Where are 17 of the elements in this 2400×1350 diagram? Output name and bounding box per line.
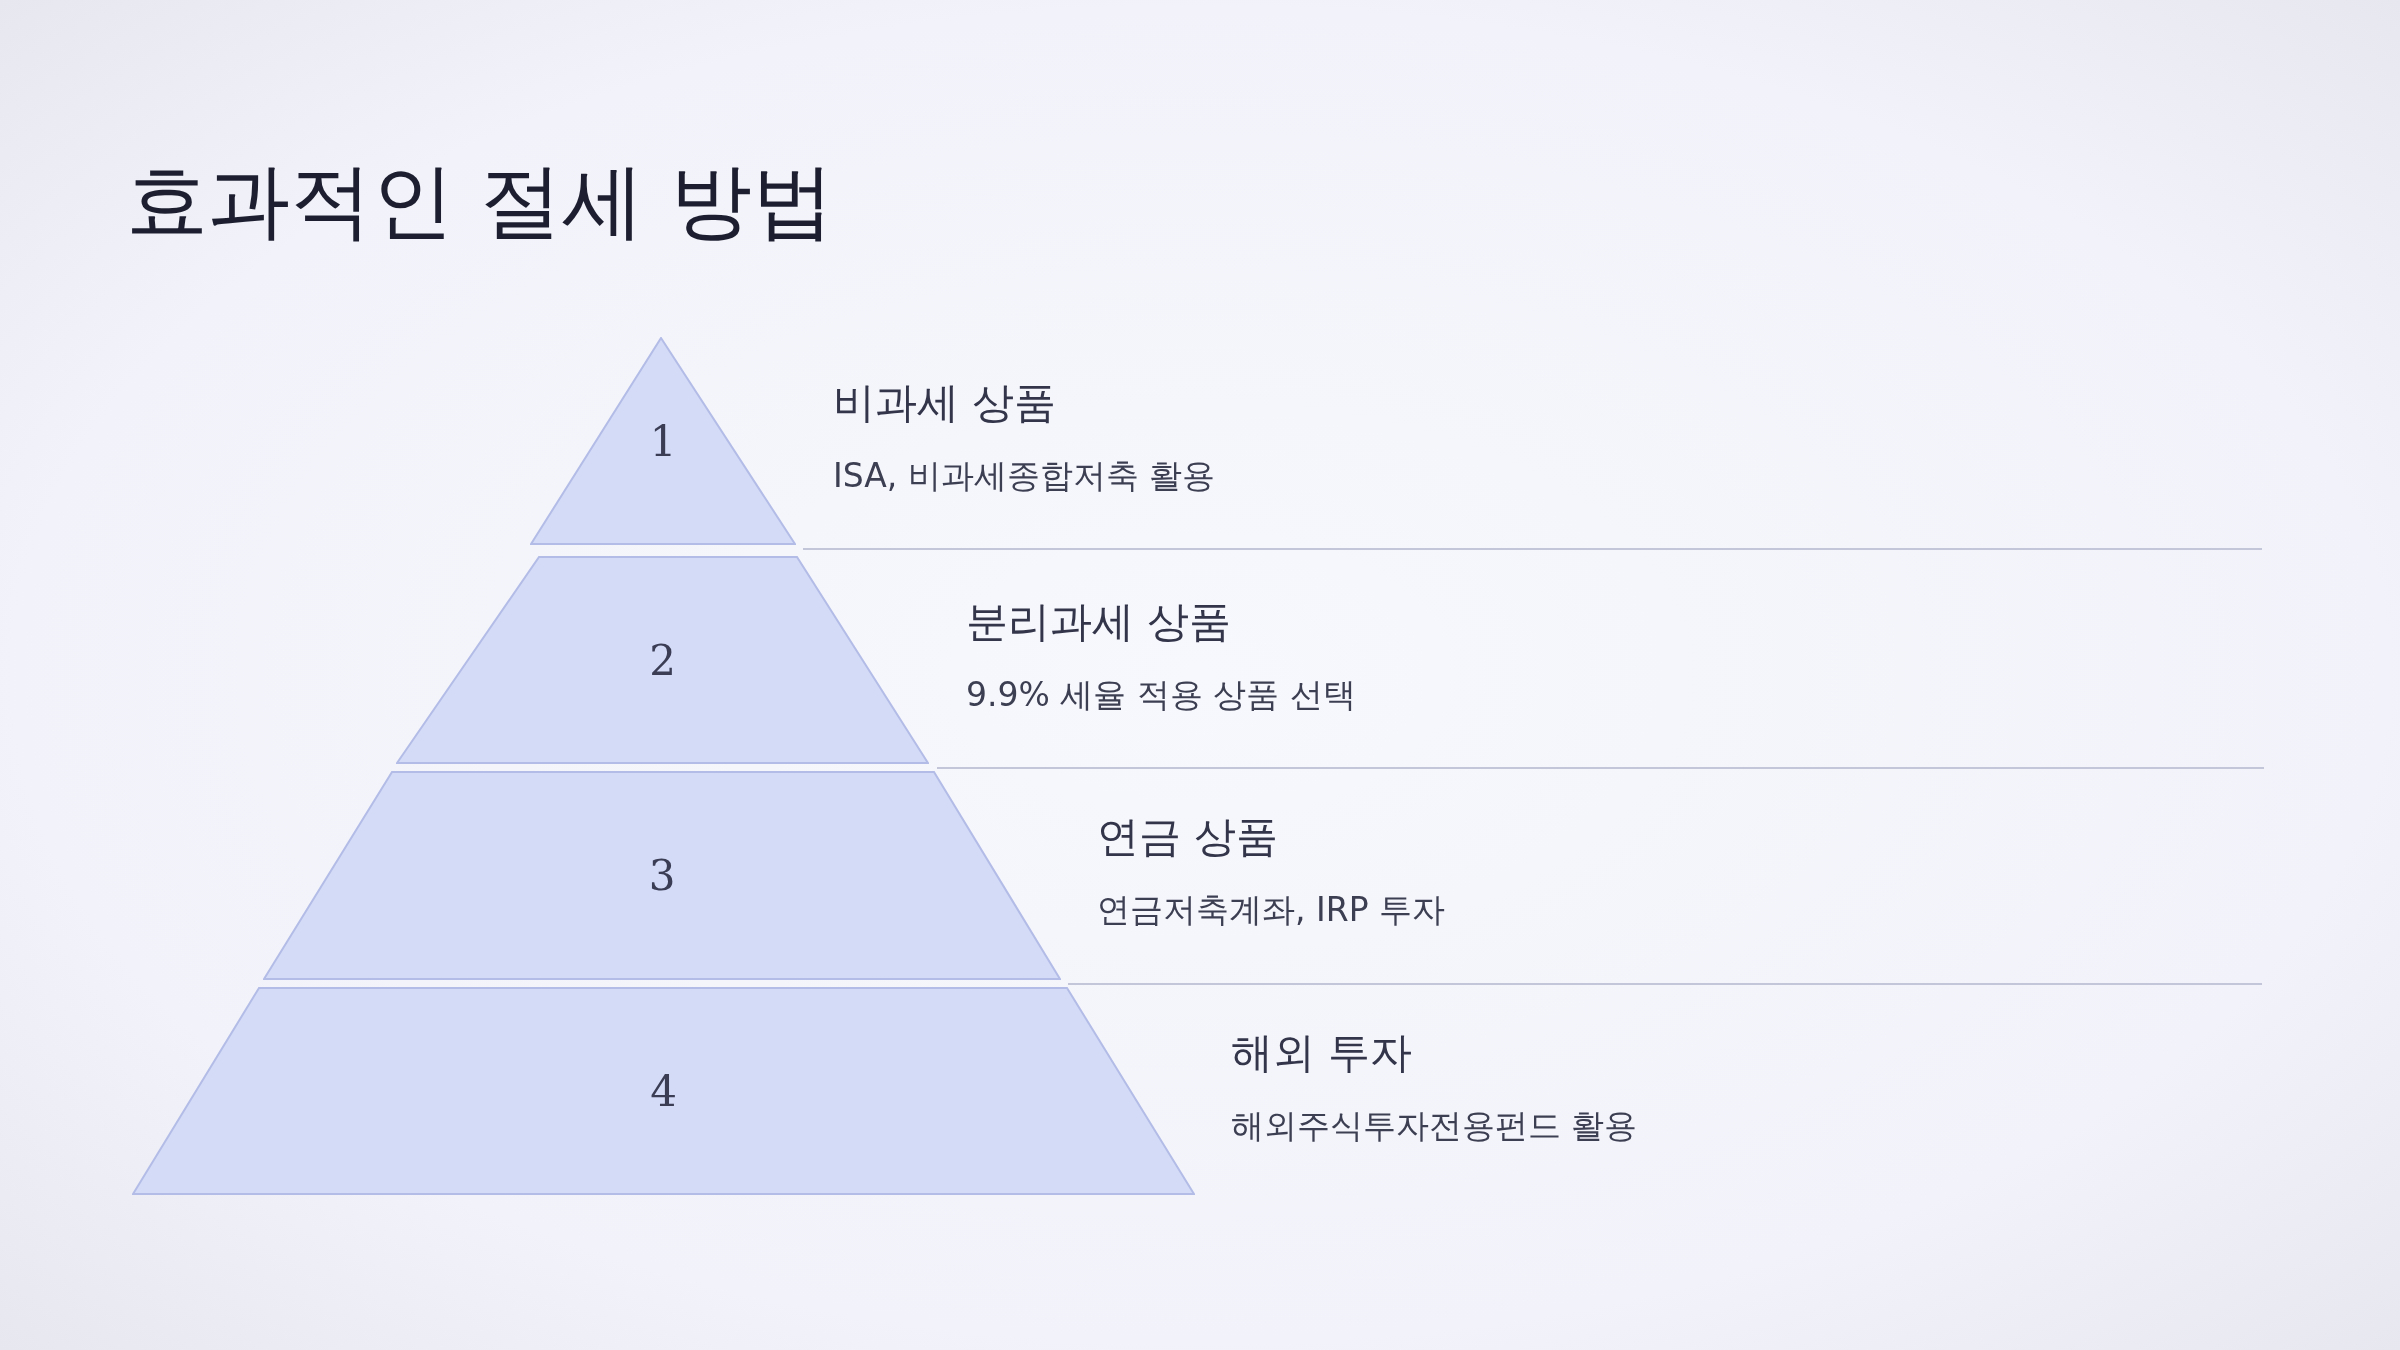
title: 효과적인 절세 방법 bbox=[126, 160, 835, 242]
tier-heading: 연금 상품 bbox=[1097, 816, 1279, 858]
tier-description: 해외주식투자전용펀드 활용 bbox=[1231, 1109, 1638, 1142]
pyramid-tier bbox=[263, 771, 1061, 980]
pyramid-tier bbox=[396, 556, 929, 764]
tier-description: ISA, 비과세종합저축 활용 bbox=[833, 459, 1216, 492]
tier-number: 1 bbox=[649, 415, 677, 468]
tier-heading: 비과세 상품 bbox=[833, 382, 1057, 424]
tier-number: 4 bbox=[650, 1065, 677, 1118]
tier-number: 3 bbox=[648, 850, 676, 902]
tier-description: 연금저축계좌, IRP 투자 bbox=[1097, 893, 1446, 926]
tier-heading: 분리과세 상품 bbox=[966, 601, 1232, 643]
tier-number: 2 bbox=[649, 634, 676, 687]
tier-heading: 해외 투자 bbox=[1231, 1032, 1413, 1074]
pyramid-tier bbox=[530, 337, 796, 545]
pyramid-tier bbox=[132, 987, 1195, 1195]
tier-description: 9.9% 세율 적용 상품 선택 bbox=[966, 678, 1356, 711]
